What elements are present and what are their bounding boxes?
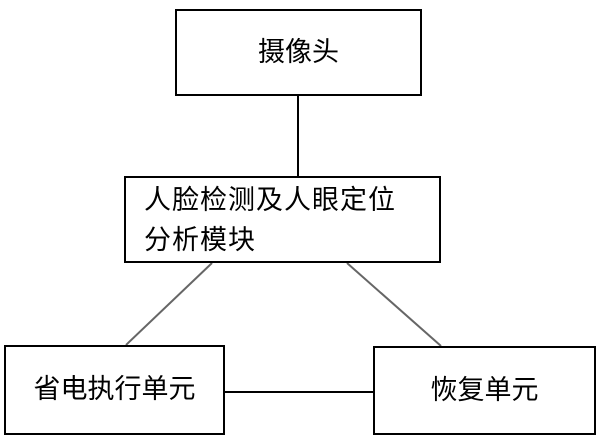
restore-label: 恢复单元 bbox=[430, 374, 539, 406]
connector-analysis-to-restore bbox=[346, 262, 442, 347]
power-saving-unit-node: 省电执行单元 bbox=[4, 345, 225, 435]
restore-unit-node: 恢复单元 bbox=[373, 346, 596, 435]
analysis-module-node: 人脸检测及人眼定位 分析模块 bbox=[124, 176, 441, 263]
camera-label: 摄像头 bbox=[258, 36, 339, 68]
analysis-label-line2: 分析模块 bbox=[144, 225, 256, 256]
power-saving-label: 省电执行单元 bbox=[33, 374, 196, 405]
analysis-label-line1: 人脸检测及人眼定位 bbox=[144, 185, 396, 216]
connector-analysis-to-power-saving bbox=[125, 262, 213, 346]
camera-node: 摄像头 bbox=[175, 9, 422, 96]
